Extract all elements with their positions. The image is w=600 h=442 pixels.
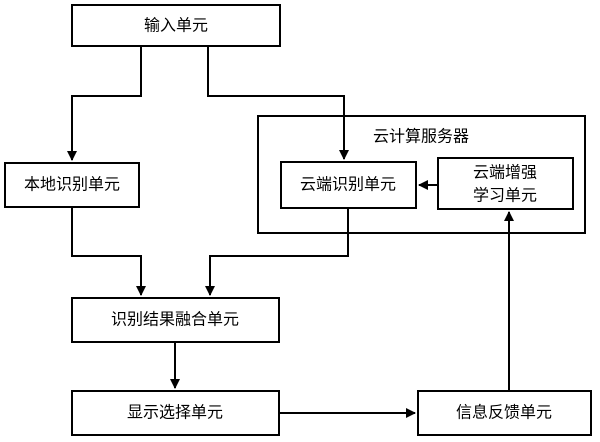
node-local-recognition-unit: 本地识别单元: [4, 162, 140, 208]
node-cloud-enhanced-learning-unit-label-line1: 云端增强: [473, 163, 537, 182]
node-result-fusion-unit: 识别结果融合单元: [71, 297, 280, 343]
group-cloud-server-label: 云计算服务器: [373, 127, 469, 146]
node-cloud-recognition-unit-label: 云端识别单元: [300, 175, 396, 194]
edge-input-to-local: [67, 46, 142, 161]
edge-local-to-fusion: [71, 207, 146, 296]
node-cloud-recognition-unit: 云端识别单元: [280, 161, 417, 209]
node-cloud-enhanced-learning-unit-label-line2: 学习单元: [473, 186, 537, 205]
node-info-feedback-unit-label: 信息反馈单元: [456, 403, 552, 422]
node-display-selection-unit: 显示选择单元: [71, 390, 280, 436]
node-cloud-enhanced-learning-unit: 云端增强 学习单元: [437, 157, 574, 210]
node-input-unit-label: 输入单元: [144, 16, 208, 35]
node-local-recognition-unit-label: 本地识别单元: [24, 175, 120, 194]
node-result-fusion-unit-label: 识别结果融合单元: [111, 310, 239, 329]
edge-cloud-recognition-to-fusion: [205, 208, 349, 296]
edge-input-to-cloud-recognition: [207, 46, 349, 160]
node-info-feedback-unit: 信息反馈单元: [417, 390, 592, 436]
node-display-selection-unit-label: 显示选择单元: [127, 403, 223, 422]
group-cloud-server: 云计算服务器: [257, 115, 586, 234]
node-input-unit: 输入单元: [71, 4, 281, 47]
